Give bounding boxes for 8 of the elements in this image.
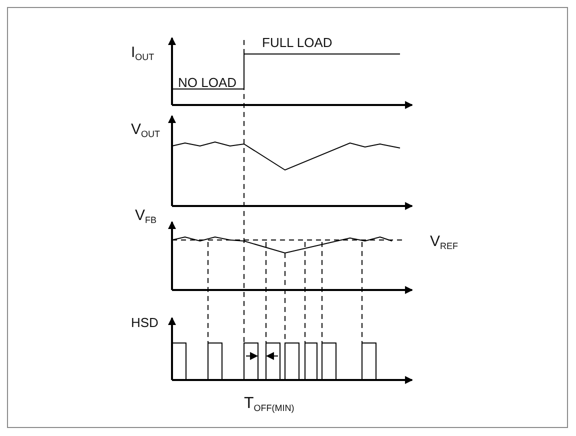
axis-label: I$_{OUT}$ bbox=[131, 45, 154, 64]
signal-annotation: NO LOAD bbox=[178, 75, 237, 90]
axis-label: HSD bbox=[131, 315, 158, 330]
reference-label: V$_{REF}$ bbox=[430, 234, 458, 253]
dimension-label: T$_{OFF(MIN)}$ bbox=[244, 396, 294, 415]
axis-label: V$_{FB}$ bbox=[135, 208, 157, 227]
signal-annotation: FULL LOAD bbox=[262, 35, 332, 50]
axis-label: V$_{OUT}$ bbox=[131, 122, 160, 141]
